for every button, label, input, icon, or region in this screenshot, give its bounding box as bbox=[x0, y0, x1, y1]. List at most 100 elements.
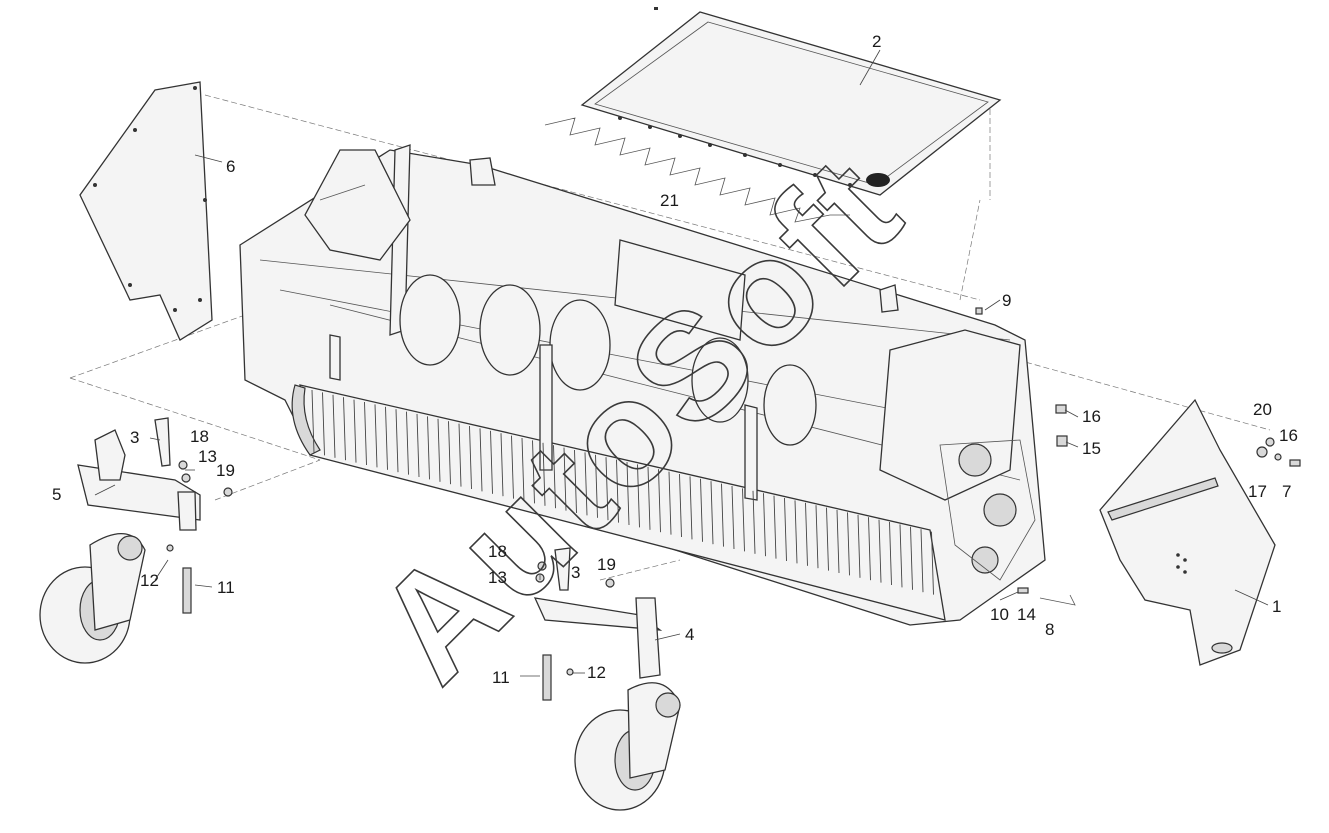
pickup-tines bbox=[311, 389, 934, 595]
pickup-tine bbox=[437, 418, 441, 482]
pickup-tine bbox=[731, 485, 735, 550]
top-cover-part bbox=[580, 7, 1002, 196]
pickup-tine bbox=[395, 409, 399, 473]
callout-3: 3 bbox=[130, 428, 139, 447]
pickup-tine bbox=[668, 471, 672, 535]
callout-5: 5 bbox=[52, 485, 61, 504]
pickup-tine bbox=[364, 401, 367, 466]
callout-8: 8 bbox=[1045, 620, 1054, 639]
pickup-tine bbox=[658, 469, 661, 533]
callout-3: 3 bbox=[571, 563, 580, 582]
callout-19: 19 bbox=[216, 461, 235, 480]
pickup-tine bbox=[889, 521, 892, 586]
pickup-tine bbox=[647, 466, 651, 530]
pickup-tine bbox=[584, 452, 588, 516]
left-side-panel-part bbox=[79, 81, 223, 341]
pickup-tine bbox=[511, 435, 514, 499]
pickup-tine bbox=[374, 404, 378, 468]
pickup-tine bbox=[721, 483, 724, 547]
pickup-tine bbox=[773, 495, 777, 559]
callout-14: 14 bbox=[1017, 605, 1036, 624]
pickup-tine bbox=[710, 481, 714, 545]
pickup-tine bbox=[416, 413, 420, 478]
callout-20: 20 bbox=[1253, 400, 1272, 419]
pickup-tine bbox=[458, 423, 462, 487]
pickup-tine bbox=[595, 454, 598, 518]
right-side-panel-part bbox=[1099, 398, 1276, 666]
pickup-tine bbox=[490, 430, 493, 494]
pickup-tine bbox=[311, 389, 315, 454]
callout-10: 10 bbox=[990, 605, 1009, 624]
pickup-tine bbox=[805, 502, 808, 566]
pickup-tine bbox=[899, 524, 903, 588]
pickup-tine bbox=[521, 437, 525, 502]
alignment-lines bbox=[69, 94, 1271, 581]
pickup-tine bbox=[857, 514, 861, 578]
callout-11: 11 bbox=[492, 668, 510, 687]
callout-9: 9 bbox=[1002, 291, 1011, 310]
pickup-tine bbox=[826, 507, 829, 571]
pickup-tine bbox=[343, 397, 346, 461]
pickup-tine bbox=[574, 449, 577, 514]
pickup-tine bbox=[752, 490, 756, 554]
pickup-tine bbox=[868, 517, 871, 581]
callout-19: 19 bbox=[597, 555, 616, 574]
pickup-tine bbox=[626, 461, 630, 526]
pickup-tine bbox=[836, 509, 840, 574]
callout-labels: 1 2 3 3 4 5 6 7 8 9 10 11 11 12 12 13 13… bbox=[52, 32, 1298, 687]
pickup-tine bbox=[479, 428, 483, 492]
callout-11: 11 bbox=[217, 578, 235, 597]
callout-21: 21 bbox=[660, 191, 679, 210]
pickup-tine bbox=[931, 531, 934, 595]
pickup-tine bbox=[332, 394, 336, 458]
pickup-tine bbox=[532, 440, 535, 504]
pickup-tine bbox=[385, 406, 388, 470]
callout-4: 4 bbox=[685, 625, 694, 644]
callout-13: 13 bbox=[488, 568, 507, 587]
wheel-assembly-right bbox=[533, 547, 681, 811]
pickup-tine bbox=[784, 497, 787, 562]
header-frame bbox=[239, 144, 1046, 626]
pickup-tine bbox=[679, 473, 682, 538]
callout-2: 2 bbox=[872, 32, 881, 51]
pickup-tine bbox=[689, 476, 693, 540]
pickup-tine bbox=[920, 529, 924, 593]
pickup-tine bbox=[322, 392, 325, 456]
pickup-tine bbox=[500, 433, 504, 497]
callout-17: 17 bbox=[1248, 482, 1267, 501]
pickup-tine bbox=[406, 411, 409, 475]
pickup-tine bbox=[616, 459, 619, 523]
callout-18: 18 bbox=[190, 427, 209, 446]
pickup-tine bbox=[553, 445, 556, 509]
callout-16: 16 bbox=[1279, 426, 1298, 445]
callout-6: 6 bbox=[226, 157, 235, 176]
callout-12: 12 bbox=[140, 571, 159, 590]
zigzag-seal-part bbox=[544, 117, 850, 223]
callout-15: 15 bbox=[1082, 439, 1101, 458]
pickup-tine bbox=[448, 421, 451, 485]
leader-lines bbox=[94, 299, 1079, 677]
callout-16: 16 bbox=[1082, 407, 1101, 426]
wheel-assembly-left bbox=[39, 417, 233, 664]
callout-13: 13 bbox=[198, 447, 217, 466]
pickup-tine bbox=[878, 519, 882, 583]
pickup-tine bbox=[605, 457, 609, 521]
pickup-tine bbox=[637, 464, 640, 528]
pickup-tine bbox=[794, 500, 798, 564]
pickup-tine bbox=[427, 416, 430, 480]
pickup-tine bbox=[910, 526, 913, 590]
pickup-tine bbox=[847, 512, 850, 576]
pickup-tine bbox=[563, 447, 567, 511]
pickup-tine bbox=[542, 442, 546, 506]
callout-7: 7 bbox=[1282, 482, 1291, 501]
small-parts-right bbox=[975, 307, 1301, 606]
callout-18: 18 bbox=[488, 542, 507, 561]
pickup-tine bbox=[700, 478, 703, 542]
pickup-tine bbox=[763, 493, 766, 557]
pickup-tine bbox=[815, 505, 819, 569]
pickup-tine bbox=[742, 488, 745, 552]
pickup-tine bbox=[469, 425, 472, 490]
callout-1: 1 bbox=[1272, 597, 1281, 616]
